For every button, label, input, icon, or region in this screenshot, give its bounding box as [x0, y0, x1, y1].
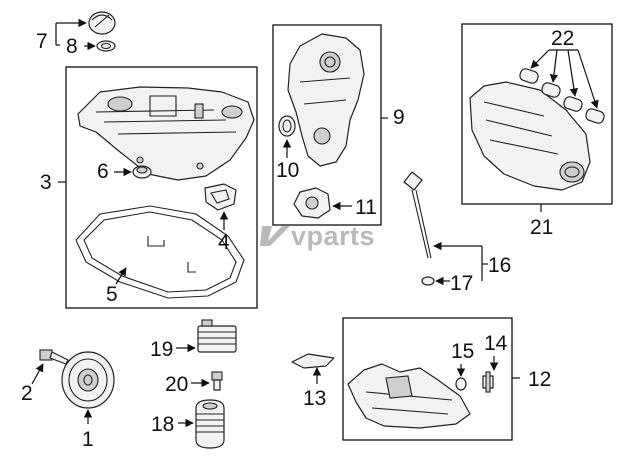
valve-cover-group-box	[65, 66, 258, 309]
callout-19: 19	[150, 338, 173, 361]
callout-7: 7	[36, 30, 48, 53]
callout-13: 13	[303, 387, 326, 410]
callout-4: 4	[218, 231, 230, 254]
callout-21: 21	[530, 216, 553, 239]
oil-dipstick	[403, 171, 432, 259]
callout-10: 10	[276, 159, 299, 182]
crankshaft-pulley	[61, 351, 115, 409]
dipstick-o-ring	[421, 276, 435, 286]
oil-filler-cap-seal	[96, 40, 116, 52]
spark-plug-tube-seal	[204, 183, 237, 211]
valve-cover-grommet	[132, 165, 152, 179]
crankshaft-pulley-bolt	[39, 349, 69, 365]
oil-pump	[293, 187, 331, 219]
front-crankshaft-seal	[278, 115, 296, 137]
timing-cover-group-box	[272, 24, 382, 226]
drain-plug-gasket	[455, 377, 467, 391]
callout-9: 9	[393, 106, 405, 129]
watermark: vparts	[260, 221, 375, 251]
callout-18: 18	[151, 413, 174, 436]
valve-cover-gasket	[75, 205, 245, 299]
callout-15: 15	[451, 340, 474, 363]
callout-8: 8	[66, 35, 78, 58]
callout-3: 3	[40, 171, 52, 194]
intake-manifold-group-box	[461, 23, 613, 205]
oil-filler-cap	[88, 11, 116, 35]
intake-manifold-gaskets	[519, 68, 605, 124]
callout-17: 17	[450, 272, 473, 295]
intake-manifold	[469, 81, 591, 191]
callout-6: 6	[97, 160, 109, 183]
callout-12: 12	[528, 368, 551, 391]
leader-22d	[577, 49, 599, 109]
callout-16: 16	[488, 254, 511, 277]
callout-2: 2	[21, 382, 33, 405]
oil-pan	[347, 363, 471, 429]
oil-pan-baffle	[291, 353, 335, 369]
callout-1: 1	[82, 428, 94, 451]
timing-chain-cover	[287, 33, 365, 167]
oil-cooler	[197, 319, 237, 353]
leader-5	[115, 267, 127, 285]
watermark-text: vparts	[291, 221, 375, 251]
leader-22b	[549, 49, 559, 83]
oil-filter	[195, 399, 225, 449]
callout-5: 5	[106, 283, 118, 306]
callout-20: 20	[165, 373, 188, 396]
leader-2	[31, 363, 44, 385]
drain-plug	[482, 371, 494, 393]
valve-cover	[77, 86, 255, 181]
callout-11: 11	[355, 196, 377, 219]
callout-22: 22	[551, 27, 574, 50]
oil-filter-stud	[211, 371, 223, 391]
oil-pan-group-box	[342, 317, 513, 441]
leader-22a	[530, 49, 550, 69]
leader-22c	[567, 49, 579, 97]
callout-14: 14	[484, 332, 508, 355]
